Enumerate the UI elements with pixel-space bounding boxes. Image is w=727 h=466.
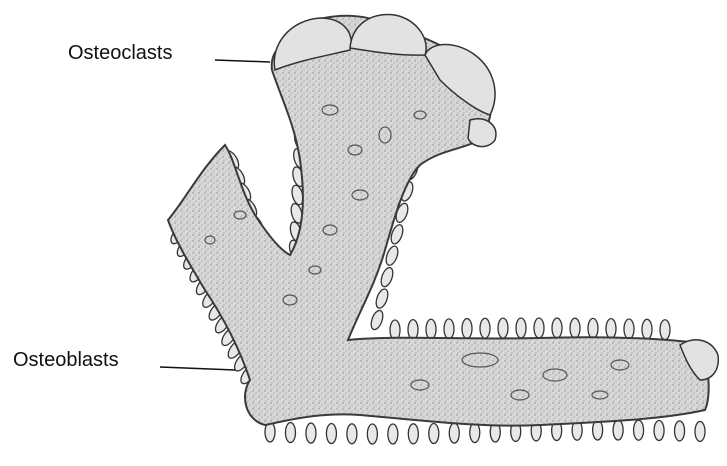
osteoblast-cell: [388, 424, 398, 444]
osteoblast-cell: [326, 424, 336, 444]
osteoblast-cell: [660, 320, 670, 340]
osteoblast-cell: [516, 318, 526, 338]
osteoblast-cell: [462, 319, 472, 339]
osteoblast-cell: [367, 424, 377, 444]
osteoblast-cell: [347, 424, 357, 444]
osteoblast-cell: [606, 319, 616, 339]
osteoblast-cell: [675, 421, 685, 441]
osteoblast-cell: [429, 424, 439, 444]
osteoblast-cell: [285, 423, 295, 443]
osteoclasts-leader-line: [215, 60, 270, 62]
osteoblast-cell: [642, 319, 652, 339]
osteoblast-cell: [444, 319, 454, 339]
osteoblast-cell: [613, 420, 623, 440]
osteoblast-cell: [588, 318, 598, 338]
osteoblast-cell: [426, 319, 436, 339]
osteoclasts-label: Osteoclasts: [68, 43, 172, 63]
osteoblast-cell: [408, 320, 418, 340]
osteoblast-cell: [534, 318, 544, 338]
osteoblast-cell: [624, 319, 634, 339]
osteoblast-cell: [408, 424, 418, 444]
osteoblast-cell: [570, 318, 580, 338]
osteoblast-cell: [552, 318, 562, 338]
osteoblast-cell: [374, 287, 390, 309]
osteoblast-cell: [449, 423, 459, 443]
osteoblast-cell: [654, 420, 664, 440]
osteoblast-cell: [379, 266, 395, 288]
osteoblast-cell: [369, 309, 385, 331]
osteoblast-cell: [306, 423, 316, 443]
osteoblasts-label: Osteoblasts: [13, 350, 119, 370]
osteoblast-cell: [695, 421, 705, 441]
osteoblast-cell: [634, 420, 644, 440]
osteoblasts-leader-line: [160, 367, 235, 370]
osteoblast-cell: [498, 318, 508, 338]
osteoblast-cell: [480, 318, 490, 338]
